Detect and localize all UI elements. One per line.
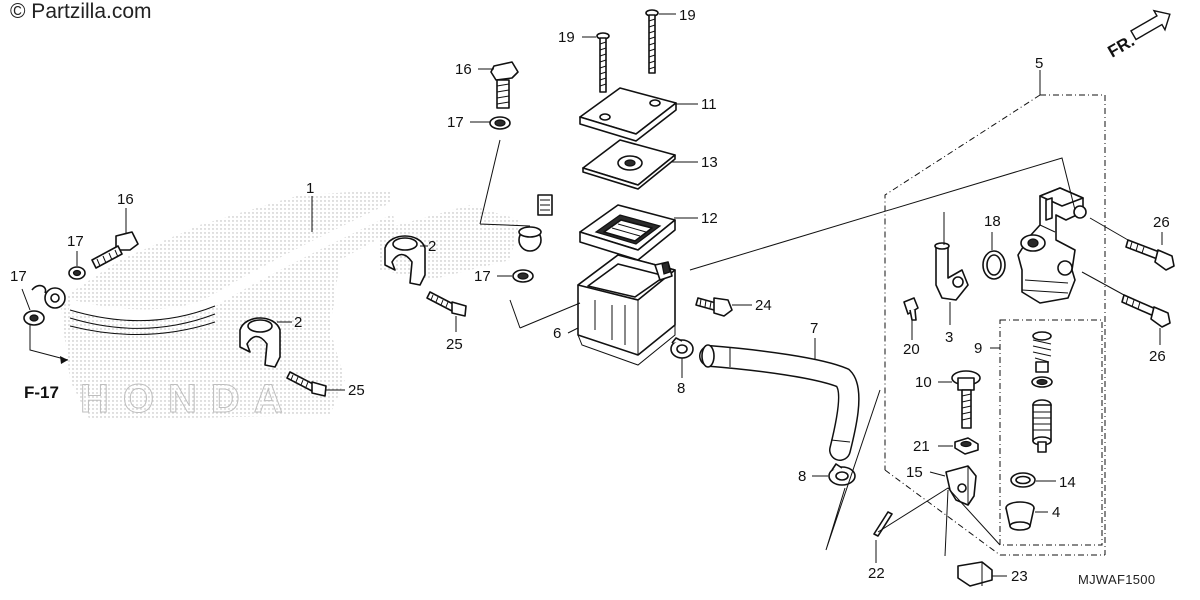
reservoir-tank[interactable] — [577, 254, 676, 366]
washer-17-b[interactable] — [68, 266, 86, 280]
hose-clip-lower[interactable] — [828, 463, 856, 486]
bolt-25-lower[interactable] — [286, 371, 327, 397]
bolt-16-upper[interactable] — [490, 61, 519, 109]
circlip[interactable] — [1010, 472, 1036, 488]
callout-7[interactable]: 7 — [810, 320, 818, 337]
leader-lines — [21, 13, 1163, 577]
callout-17-far-left[interactable]: 17 — [10, 268, 27, 285]
callout-16-left[interactable]: 16 — [117, 191, 134, 208]
callout-21[interactable]: 21 — [913, 438, 930, 455]
callout-17-left[interactable]: 17 — [67, 233, 84, 250]
callout-8-lower[interactable]: 8 — [798, 468, 806, 485]
callout-20[interactable]: 20 — [903, 341, 920, 358]
joint-pin[interactable] — [957, 561, 993, 587]
boot[interactable] — [1005, 501, 1035, 531]
front-arrow-icon — [1130, 9, 1171, 41]
cotter-pin[interactable] — [873, 511, 893, 537]
callout-23[interactable]: 23 — [1011, 568, 1028, 585]
front-marker-text: FR. — [1105, 31, 1138, 61]
callout-6[interactable]: 6 — [553, 325, 561, 342]
ref-label-f17[interactable]: F-17 — [24, 383, 59, 402]
brake-hose[interactable] — [31, 148, 556, 335]
diaphragm[interactable] — [579, 204, 676, 261]
callout-11[interactable]: 11 — [701, 96, 717, 113]
callout-9[interactable]: 9 — [974, 340, 982, 357]
bolt-25-upper[interactable] — [426, 291, 467, 317]
callout-17-upper[interactable]: 17 — [447, 114, 464, 131]
front-direction-marker: FR. — [1105, 9, 1171, 61]
callout-12[interactable]: 12 — [701, 210, 718, 227]
screw-20[interactable] — [903, 297, 919, 321]
callout-5[interactable]: 5 — [1035, 55, 1043, 72]
callout-16-upper[interactable]: 16 — [455, 61, 472, 78]
master-cylinder-assy-outline — [884, 94, 1106, 556]
callout-19-right[interactable]: 19 — [679, 7, 696, 24]
diagram-code: MJWAF1500 — [1078, 572, 1156, 587]
push-rod[interactable] — [951, 370, 981, 429]
reservoir-hose[interactable] — [699, 344, 860, 461]
callout-24[interactable]: 24 — [755, 297, 772, 314]
washer-17-c[interactable] — [23, 310, 45, 326]
callout-10[interactable]: 10 — [915, 374, 932, 391]
callout-2-upper[interactable]: 2 — [428, 238, 436, 255]
washer-17-a[interactable] — [489, 116, 511, 130]
callout-18[interactable]: 18 — [984, 213, 1001, 230]
callout-2-lower[interactable]: 2 — [294, 314, 302, 331]
bolt-16-left[interactable] — [91, 231, 139, 269]
hose-clamp-lower[interactable] — [239, 317, 281, 368]
callout-3[interactable]: 3 — [945, 329, 953, 346]
cup — [1031, 376, 1053, 388]
screw-19-left[interactable] — [596, 32, 610, 93]
o-ring[interactable] — [982, 250, 1006, 280]
spring — [1032, 331, 1052, 373]
callout-14[interactable]: 14 — [1059, 474, 1076, 491]
piston-kit[interactable] — [1031, 331, 1053, 453]
copyright-credit: © Partzilla.com — [10, 0, 152, 23]
callout-1[interactable]: 1 — [306, 180, 314, 197]
hose-joint[interactable] — [934, 212, 969, 301]
screw-19-right[interactable] — [645, 9, 659, 74]
callout-19-left[interactable]: 19 — [558, 29, 575, 46]
callout-8-upper[interactable]: 8 — [677, 380, 685, 397]
callout-4[interactable]: 4 — [1052, 504, 1060, 521]
lock-nut[interactable] — [954, 437, 979, 455]
bolt-24[interactable] — [695, 297, 733, 317]
hose-clip-upper[interactable] — [670, 337, 694, 359]
push-rod-joint[interactable] — [945, 465, 977, 506]
callout-13[interactable]: 13 — [701, 154, 718, 171]
diaphragm-plate[interactable] — [582, 139, 676, 190]
master-cylinder-body[interactable] — [1017, 187, 1087, 304]
callout-25-lower[interactable]: 25 — [348, 382, 365, 399]
piston — [1032, 399, 1052, 453]
washer-17-d[interactable] — [512, 269, 534, 283]
callout-15[interactable]: 15 — [906, 464, 923, 481]
callout-25-upper[interactable]: 25 — [446, 336, 463, 353]
watermark-text: HONDA — [80, 377, 297, 421]
callout-26-lower[interactable]: 26 — [1149, 348, 1166, 365]
reservoir-cap[interactable] — [579, 87, 677, 142]
hose-clamp-upper[interactable] — [384, 235, 426, 286]
pin-26-lower[interactable] — [1121, 294, 1171, 328]
callout-26-upper[interactable]: 26 — [1153, 214, 1170, 231]
callout-22[interactable]: 22 — [868, 565, 885, 582]
callout-labels: 1 2 2 3 4 5 6 7 8 8 9 10 11 12 13 14 15 … — [10, 7, 1170, 585]
pin-26-upper[interactable] — [1125, 239, 1175, 271]
callout-17-lower[interactable]: 17 — [474, 268, 491, 285]
